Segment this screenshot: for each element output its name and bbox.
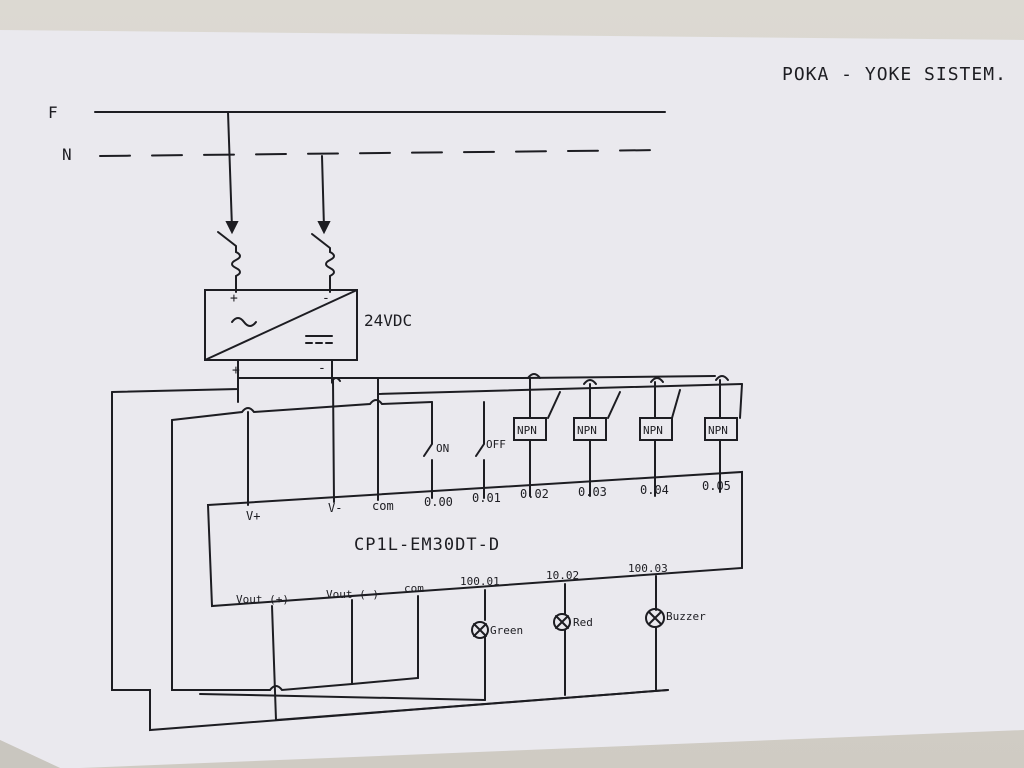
neutral-drop-wire: [321, 155, 325, 229]
npn-label-1: NPN: [517, 424, 537, 437]
phase-fuse-coil: [231, 251, 241, 293]
psu-in-minus: -: [322, 291, 330, 306]
terminal-0-02: 0.02: [520, 487, 549, 501]
psu-voltage-label: 24VDC: [364, 311, 412, 330]
sensor-4-wire: [715, 375, 729, 493]
plus-bus-line: [111, 377, 523, 393]
terminal-com-in: com: [372, 499, 394, 513]
vminus-wire: [332, 379, 335, 503]
sensor-bus-ties: [547, 383, 743, 419]
sensor-1-wire: [527, 373, 541, 497]
switch-off-wire: [475, 401, 485, 499]
paper-shadow: [0, 740, 60, 768]
terminal-100-03: 100.03: [628, 562, 668, 575]
output-com-wire: [351, 595, 419, 685]
phase-drop-wire: [227, 111, 233, 229]
paper: [0, 30, 1024, 768]
npn-label-3: NPN: [643, 424, 663, 437]
terminal-com-out: com: [404, 582, 424, 595]
npn-label-4: NPN: [708, 424, 728, 437]
terminal-vout-minus: Vout (-): [326, 588, 379, 601]
terminal-100-01: 100.01: [460, 575, 500, 588]
plc-model-label: CP1L-EM30DT-D: [354, 535, 500, 555]
terminal-vout-plus: Vout (+): [236, 593, 289, 606]
psu-out-minus: -: [318, 361, 326, 376]
npn-sensor-box: [573, 417, 607, 441]
sensor-3-wire: [650, 377, 664, 497]
inner-bus-top: [171, 399, 433, 421]
buzzer-icon: [645, 608, 665, 628]
terminal-vplus: V+: [246, 509, 260, 523]
psu-in-plus: +: [230, 291, 238, 306]
power-supply-diagonal: [204, 289, 358, 361]
plus-bus-line-right: [521, 375, 716, 379]
npn-label-2: NPN: [577, 424, 597, 437]
terminal-0-04: 0.04: [640, 483, 669, 497]
plc-body: [206, 470, 743, 608]
vout-bridge: [269, 683, 353, 692]
page-title: POKA - YOKE SISTEM.: [782, 64, 1007, 85]
switch-on-label: ON: [436, 442, 449, 455]
red-lamp-icon: [553, 613, 571, 631]
neutral-line: [99, 149, 666, 157]
ac-wave: [231, 317, 257, 327]
vout-return-wire: [199, 693, 486, 701]
terminal-0-05: 0.05: [702, 479, 731, 493]
switch-off-label: OFF: [486, 438, 506, 451]
phase-label: F: [48, 103, 58, 122]
green-lamp-icon: [471, 621, 489, 639]
output-return-bus: [275, 689, 669, 721]
neutral-label: N: [62, 145, 72, 164]
terminal-0-00: 0.00: [424, 495, 453, 509]
npn-sensor-box: [639, 417, 673, 441]
terminal-0-01: 0.01: [472, 491, 501, 505]
npn-sensor-box: [704, 417, 738, 441]
terminal-0-03: 0.03: [578, 485, 607, 499]
buzzer-label: Buzzer: [666, 610, 706, 623]
neutral-fuse-coil: [325, 251, 335, 293]
psu-out-plus: +: [232, 363, 240, 378]
green-lamp-label: Green: [490, 624, 523, 637]
phase-arrow-head: [225, 221, 239, 235]
neutral-arrow-head: [317, 221, 331, 235]
terminal-10-02: 10.02: [546, 569, 579, 582]
vout-plus-wire: [271, 605, 277, 721]
terminal-vminus: V-: [328, 501, 342, 515]
power-supply-box: [204, 289, 358, 361]
sensor-2-wire: [583, 379, 597, 497]
inner-bus-line: [171, 419, 271, 691]
npn-sensor-box: [513, 417, 547, 441]
psu-minus-to-bus: [331, 373, 341, 385]
red-lamp-label: Red: [573, 616, 593, 629]
